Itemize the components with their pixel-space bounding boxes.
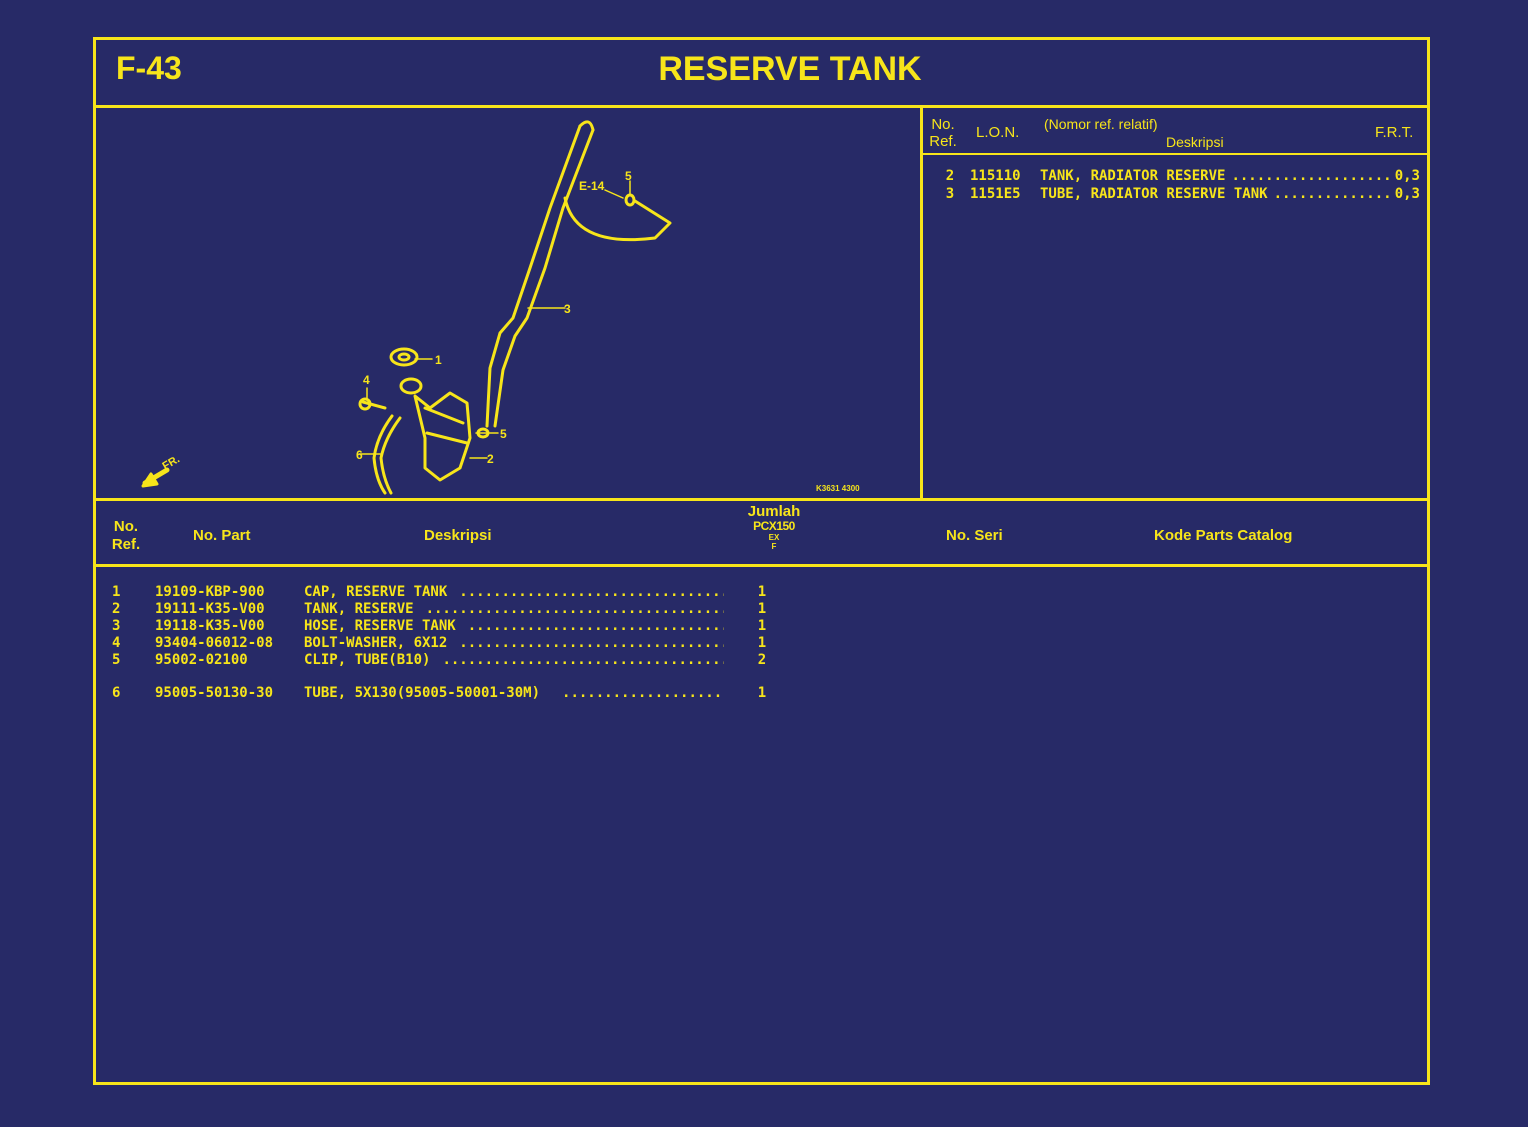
part-desc: CAP, RESERVE TANK — [304, 584, 448, 600]
part-qty: 1 — [757, 601, 767, 617]
direction-label: FR. — [161, 453, 182, 472]
part-number: 95002-02100 — [155, 652, 248, 668]
parts-header-catalog: Kode Parts Catalog — [1154, 527, 1293, 544]
divider — [93, 105, 1430, 108]
tank-2 — [413, 391, 472, 482]
frt-header-ref: No. Ref. — [929, 116, 957, 150]
parts-header-part: No. Part — [193, 527, 251, 544]
divider — [93, 564, 1430, 567]
part-qty: 1 — [757, 618, 767, 634]
part-desc: BOLT-WASHER, 6X12 — [304, 635, 448, 651]
part-desc: TANK, RESERVE — [304, 601, 414, 617]
part-ref: 4 — [112, 635, 121, 651]
callout-3: 3 — [564, 302, 571, 316]
dot-leader: ........................................… — [442, 652, 724, 668]
variant-label: F — [771, 542, 777, 551]
page-title: RESERVE TANK — [658, 50, 922, 88]
hose-3-loop — [563, 196, 672, 242]
dot-leader: ........................................… — [467, 618, 724, 634]
frt-desc: TUBE, RADIATOR RESERVE TANK — [1040, 186, 1268, 202]
parts-header-serial: No. Seri — [946, 527, 1003, 544]
dot-leader: ........................................… — [459, 584, 724, 600]
part-ref: 6 — [112, 685, 121, 701]
part-number: 95005-50130-30 — [155, 685, 274, 701]
cap-1 — [389, 347, 419, 367]
page-code: F-43 — [116, 50, 182, 86]
callout-2: 2 — [487, 452, 494, 466]
frt-rows: 2 115110 TANK, RADIATOR RESERVE ........… — [930, 168, 1420, 204]
hose-3 — [485, 124, 582, 428]
frt-desc: TANK, RADIATOR RESERVE — [1040, 168, 1226, 184]
clip-5 — [624, 193, 636, 207]
exploded-diagram: 1 2 3 4 5 5 6 E-14 FR. K3631 4300 — [141, 120, 860, 495]
parts-header-ref: No. Ref. — [111, 518, 141, 553]
qty-label: Jumlah — [747, 503, 801, 520]
part-qty: 2 — [757, 652, 767, 668]
tube-6 — [379, 416, 402, 495]
part-number: 93404-06012-08 — [155, 635, 274, 651]
model-label: PCX150 — [753, 519, 795, 533]
tank-2 — [399, 377, 423, 395]
divider — [922, 153, 1428, 155]
part-number: 19118-K35-V00 — [155, 618, 265, 634]
hose-3 — [493, 128, 595, 428]
parts-row: 2 19111-K35-V00 TANK, RESERVE ..........… — [112, 601, 792, 618]
part-qty: 1 — [757, 685, 767, 701]
parts-row: 5 95002-02100 CLIP, TUBE(B10) ..........… — [112, 652, 792, 669]
frt-header-frt: F.R.T. — [1375, 124, 1414, 141]
callout-5: 5 — [625, 169, 632, 183]
ref-label: E-14 — [579, 179, 605, 193]
frt-row: 2 115110 TANK, RADIATOR RESERVE ........… — [930, 168, 1420, 186]
frt-ref: 2 — [945, 168, 955, 184]
frt-ref: 3 — [945, 186, 955, 202]
parts-row: 4 93404-06012-08 BOLT-WASHER, 6X12 .....… — [112, 635, 792, 652]
parts-row: 1 19109-KBP-900 CAP, RESERVE TANK ......… — [112, 584, 792, 601]
catalog-page-frame — [93, 37, 1430, 1085]
parts-header-desc: Deskripsi — [424, 527, 492, 544]
dot-leader: ........................................… — [1273, 186, 1389, 202]
frt-lon: 1151E5 — [970, 186, 1021, 202]
bolt-4 — [361, 400, 387, 410]
divider — [93, 498, 1430, 501]
dot-leader: ........................................… — [1231, 168, 1388, 184]
callout-1: 1 — [435, 353, 442, 367]
part-number: 19111-K35-V00 — [155, 601, 265, 617]
frt-row: 3 1151E5 TUBE, RADIATOR RESERVE TANK ...… — [930, 186, 1420, 204]
part-number: 19109-KBP-900 — [155, 584, 265, 600]
parts-header-qty: Jumlah PCX150 EX F — [734, 503, 814, 551]
dot-leader: ........................................… — [562, 685, 724, 701]
dot-leader: ........................................… — [425, 601, 724, 617]
parts-rows: 1 19109-KBP-900 CAP, RESERVE TANK ......… — [112, 584, 792, 702]
parts-row: 6 95005-50130-30 TUBE, 5X130(95005-50001… — [112, 685, 792, 702]
frt-header-note: (Nomor ref. relatif) — [1044, 116, 1158, 132]
variant-label: EX — [768, 533, 780, 542]
callout-6: 6 — [356, 448, 363, 462]
part-ref: 3 — [112, 618, 121, 634]
part-ref: 5 — [112, 652, 121, 668]
divider — [920, 107, 923, 499]
part-qty: 1 — [757, 635, 767, 651]
frt-header-desc: Deskripsi — [1166, 134, 1224, 150]
drawing-code: K3631 4300 — [816, 484, 860, 493]
frt-value: 0,3 — [1394, 168, 1420, 184]
part-ref: 1 — [112, 584, 121, 600]
part-ref: 2 — [112, 601, 121, 617]
part-desc: CLIP, TUBE(B10) — [304, 652, 431, 668]
callout-4: 4 — [363, 373, 370, 387]
frt-header-lon: L.O.N. — [976, 124, 1020, 141]
callout-5: 5 — [500, 427, 507, 441]
frt-value: 0,3 — [1394, 186, 1420, 202]
part-desc: HOSE, RESERVE TANK — [304, 618, 456, 634]
part-desc: TUBE, 5X130(95005-50001-30M) — [304, 685, 541, 701]
dot-leader: ........................................… — [459, 635, 724, 651]
frt-lon: 115110 — [970, 168, 1021, 184]
parts-row: 3 19118-K35-V00 HOSE, RESERVE TANK .....… — [112, 618, 792, 635]
part-qty: 1 — [757, 584, 767, 600]
